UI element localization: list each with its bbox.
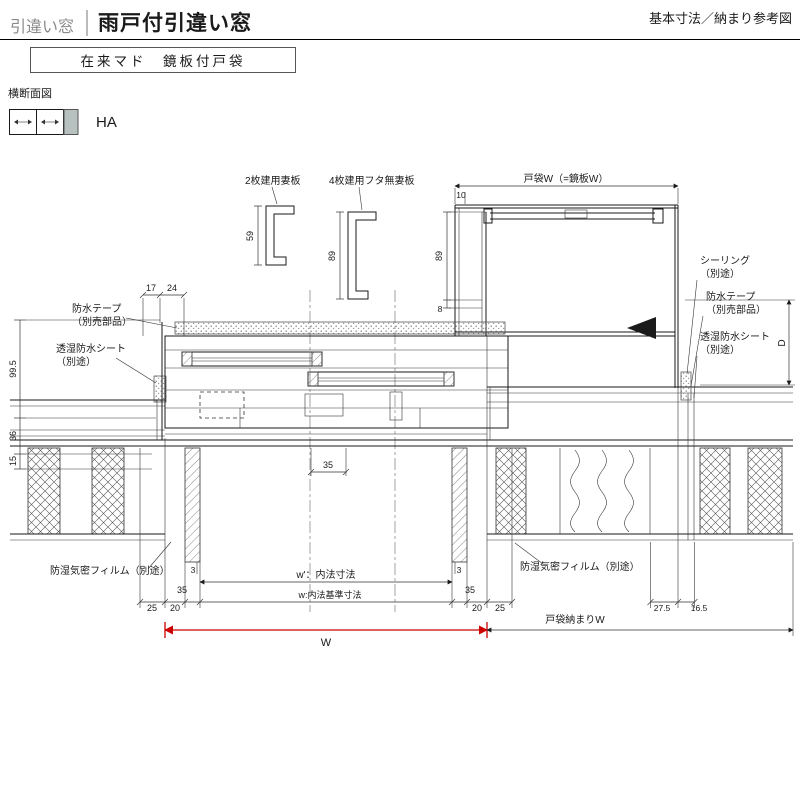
pocket-fit-width-label: 戸袋納まりW (545, 613, 605, 626)
variant-code: HA (96, 113, 117, 131)
w-base-label: w:内法基準寸法 (297, 589, 361, 600)
shutter-pocket: 89 8 (434, 204, 679, 388)
dim-35-right: 35 (465, 585, 475, 595)
dim-d: D (777, 339, 788, 346)
variant-icon (9, 109, 79, 135)
film-left-label: 防湿気密フィルム（別途） (50, 564, 170, 577)
center-lines (309, 290, 396, 612)
spec-box: 在来マド 鏡板付戸袋 (30, 47, 296, 73)
dim-25-right: 25 (495, 603, 505, 613)
end-plate-2-label: 2枚建用妻板 (245, 174, 301, 187)
sheet-right-label: 透湿防水シート (700, 330, 770, 343)
dim-20-right: 20 (472, 603, 482, 613)
overall-width-dims: W 戸袋納まりW (164, 613, 794, 649)
variant-row: HA (8, 104, 800, 140)
w-outer-label: W (321, 637, 332, 649)
left-dim-chain: 17 24 99.5 36 15 (8, 283, 188, 470)
dim-25-left: 25 (147, 603, 157, 613)
left-wall-section (10, 322, 167, 541)
sheet-right-label2: （別途） (700, 343, 740, 356)
dim-3-right: 3 (457, 565, 462, 575)
end-plate-4-label: 4枚建用フタ無妻板 (329, 174, 415, 187)
window-frame: 35 (164, 321, 509, 476)
dim-3-left: 3 (191, 565, 196, 575)
page-title: 雨戸付引違い窓 (98, 12, 253, 35)
sealing-label2: （別途） (700, 267, 740, 280)
base-lines (10, 439, 793, 447)
dim-8: 8 (438, 304, 443, 314)
right-leader-labels: シーリング （別途） 防水テープ （別売部品） 透湿防水シート （別途） 防湿気… (514, 254, 770, 573)
w-inner-label: w'：内法寸法 (295, 568, 355, 581)
page-header: 引違い窓 雨戸付引違い窓 基本寸法／納まり参考図 (0, 0, 800, 40)
tape-right-label2: （別売部品） (706, 303, 766, 316)
dim-20-left: 20 (170, 603, 180, 613)
dim-17: 17 (146, 283, 156, 293)
depth-dim: D (685, 299, 795, 386)
pillars: 3 3 (184, 447, 468, 575)
bottom-dim-chain: w'：内法寸法 35 35 w:内法基準寸法 25 20 20 25 27.5 … (136, 388, 794, 636)
dim-89-pocket: 89 (434, 251, 444, 261)
dim-27-5: 27.5 (654, 603, 671, 613)
sheet-left-label: 透湿防水シート (56, 342, 126, 355)
tape-left-label: 防水テープ (72, 302, 121, 315)
dim-10: 10 (456, 190, 466, 200)
pocket-width-dim: 戸袋W（=鏡板W） 10 (454, 172, 679, 204)
sealing-label: シーリング (700, 254, 750, 267)
header-divider (86, 10, 89, 36)
dim-16-5: 16.5 (691, 603, 708, 613)
section-type-label: 横断面図 (8, 88, 52, 100)
sheet-left-label2: （別途） (56, 355, 96, 368)
tape-left-label2: （別売部品） (72, 315, 132, 328)
film-right-label: 防湿気密フィルム（別途） (520, 560, 640, 573)
tape-right-label: 防水テープ (706, 290, 755, 303)
corner-note: 基本寸法／納まり参考図 (648, 11, 792, 26)
dim-36: 36 (8, 431, 18, 441)
right-wall-section (487, 371, 793, 541)
window-category: 引違い窓 (10, 19, 75, 36)
section-arrow-icon (627, 317, 656, 339)
pocket-width-label: 戸袋W（=鏡板W） (524, 172, 609, 185)
dim-35-meeting: 35 (323, 460, 333, 470)
dim-99-5: 99.5 (8, 360, 18, 378)
dim-35-left: 35 (177, 585, 187, 595)
dim-59: 59 (245, 231, 255, 241)
dim-15: 15 (8, 456, 18, 466)
dim-89-plate: 89 (327, 251, 337, 261)
cross-section-drawing: 2枚建用妻板 59 4枚建用フタ無妻板 89 戸袋W（=鏡板W） 10 (8, 172, 795, 649)
end-plate-profiles: 2枚建用妻板 59 4枚建用フタ無妻板 89 (245, 174, 415, 300)
dim-24: 24 (167, 283, 177, 293)
